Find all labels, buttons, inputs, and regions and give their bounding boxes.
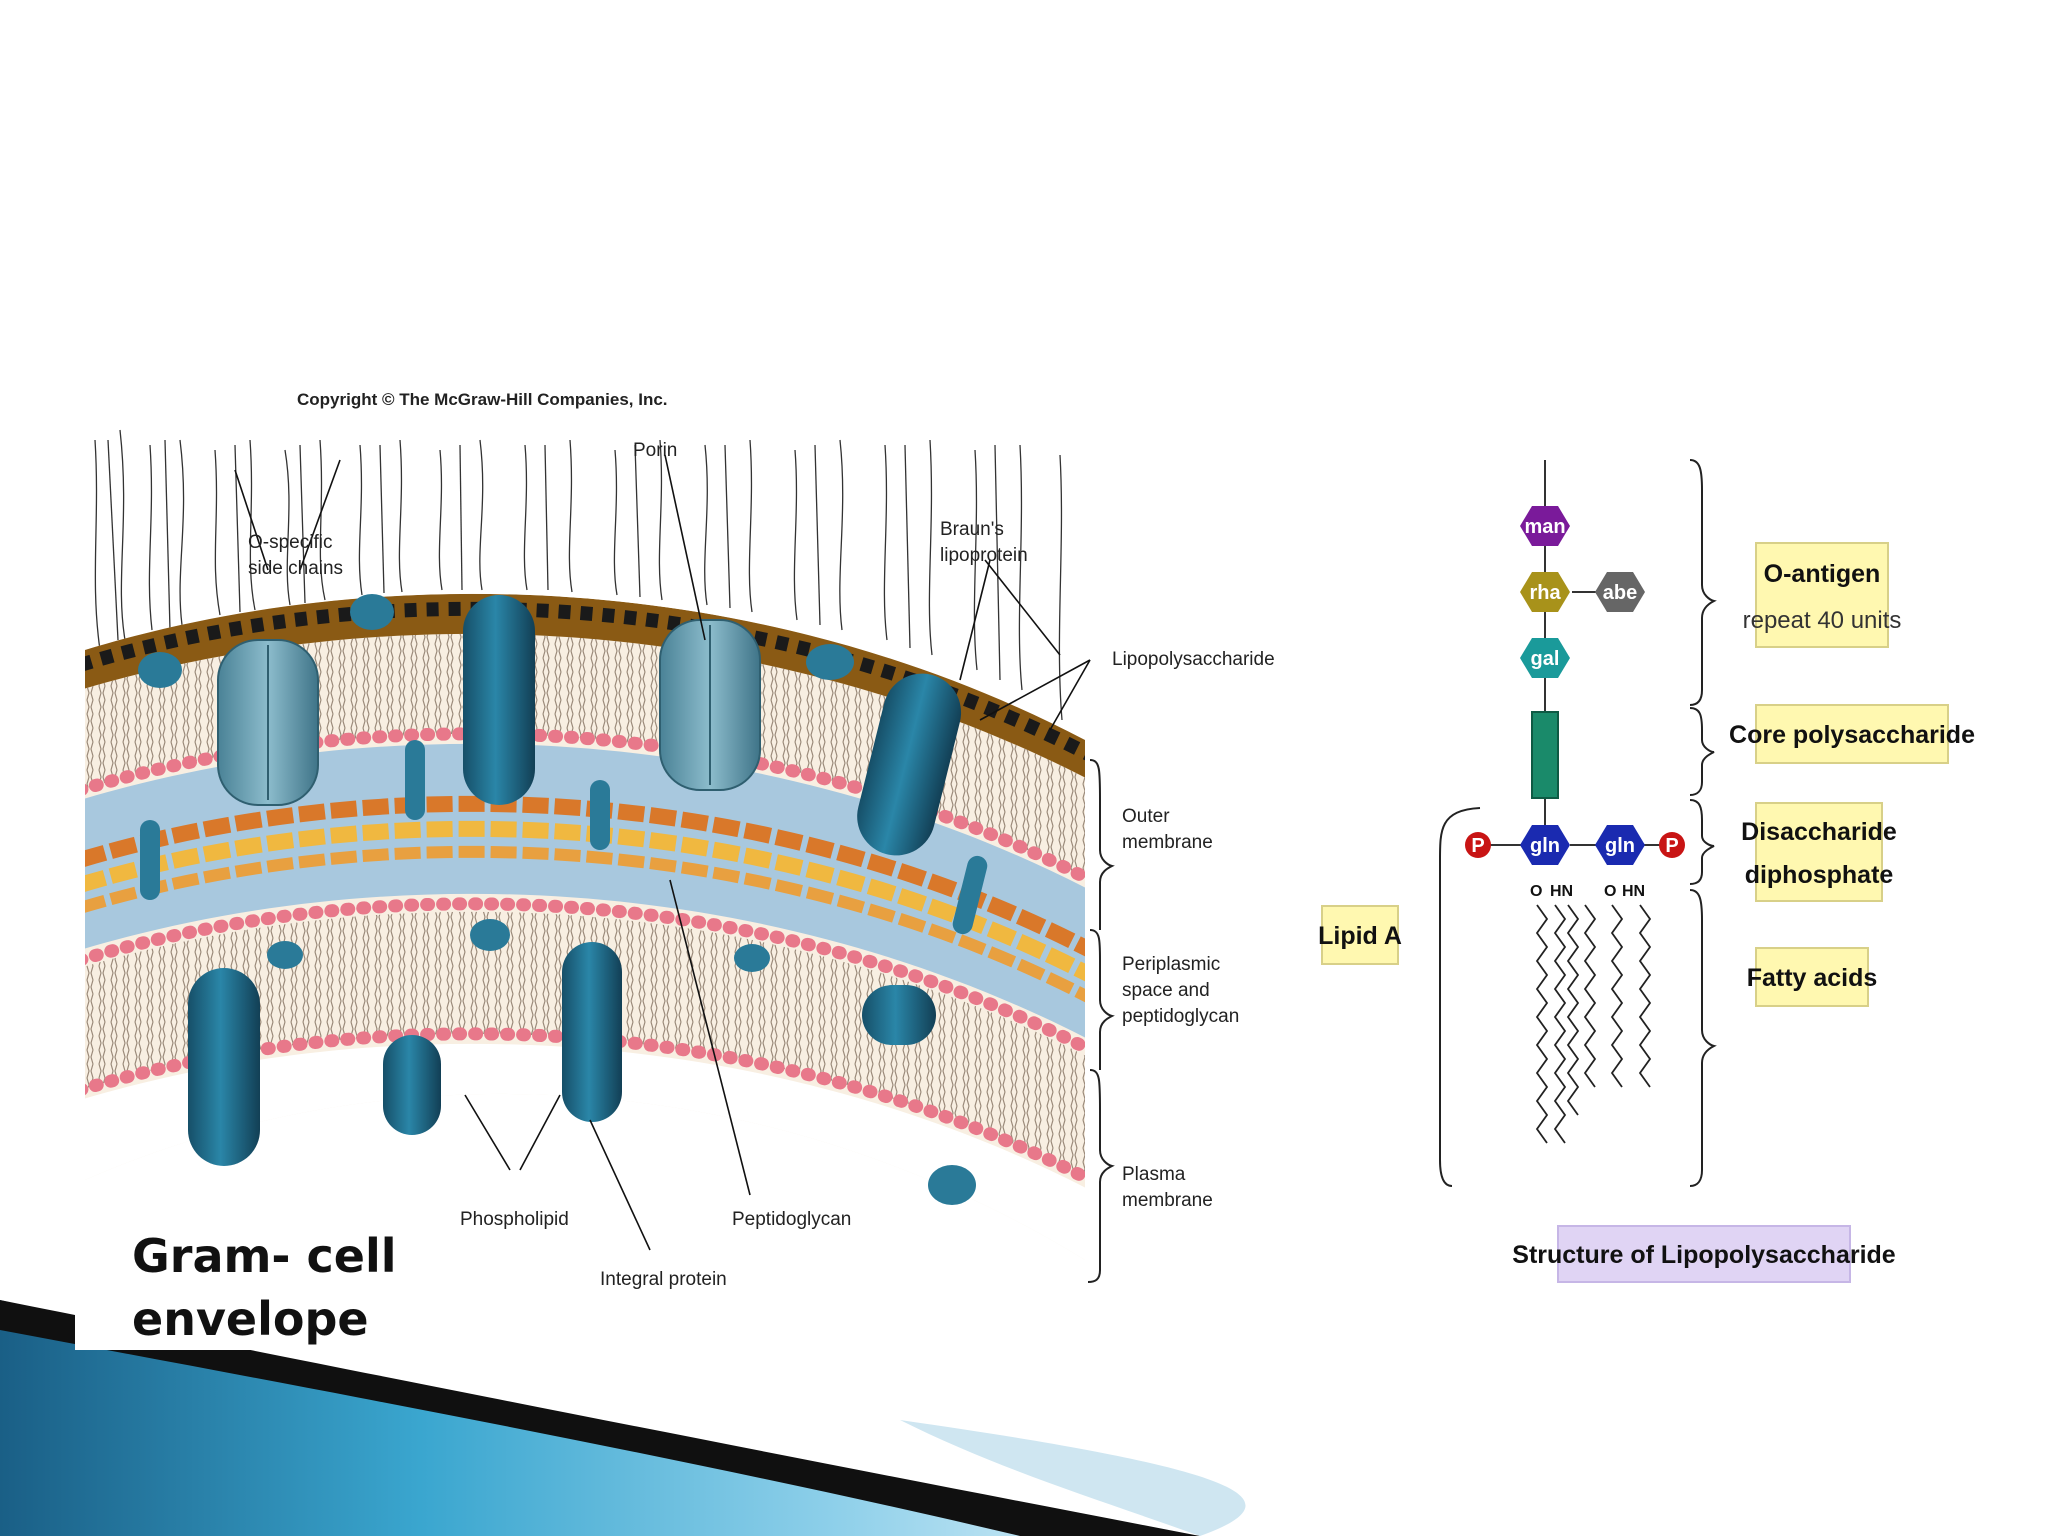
peptidoglycan-label: Peptidoglycan	[732, 1209, 851, 1230]
peptidoglycan-layer	[85, 795, 1085, 958]
fatty-acids-box: Fatty acids	[1747, 947, 1878, 1007]
core-block	[1531, 711, 1559, 799]
lps-band	[85, 593, 1085, 780]
svg-text:repeat 40 units: repeat 40 units	[1743, 607, 1902, 634]
porin-proteins	[217, 619, 761, 806]
layer-braces	[1087, 759, 1115, 1283]
envelope-title-line2: envelope	[132, 1292, 369, 1346]
hn-link-label-1: HN	[1550, 883, 1573, 900]
svg-text:P: P	[1665, 835, 1678, 857]
svg-text:O-antigen: O-antigen	[1764, 560, 1881, 588]
svg-text:gln: gln	[1605, 835, 1635, 857]
disaccharide-box: Disaccharide diphosphate	[1741, 802, 1897, 902]
lps-label: Lipopolysaccharide	[1112, 649, 1275, 670]
integral-protein-label: Integral protein	[600, 1269, 727, 1290]
svg-text:gln: gln	[1530, 835, 1560, 857]
label-arrows	[234, 454, 1091, 1251]
periplasm-label-2: space and	[1122, 980, 1210, 1001]
brauns-label-1: Braun's	[940, 519, 1004, 540]
svg-text:man: man	[1524, 516, 1565, 538]
envelope-figure: Copyright © The McGraw-Hill Companies, I…	[75, 385, 1275, 1350]
gln-sugar-1: gln	[1520, 825, 1570, 865]
outer-membrane-label-1: Outer	[1122, 806, 1170, 827]
plasma-membrane-label-2: membrane	[1122, 1190, 1213, 1211]
periplasm-label-3: peptidoglycan	[1122, 1006, 1239, 1027]
phosphate-1: P	[1465, 832, 1491, 858]
svg-text:Disaccharide: Disaccharide	[1741, 818, 1897, 846]
outer-membrane-label-2: membrane	[1122, 832, 1213, 853]
hn-link-label-2: HN	[1622, 883, 1645, 900]
svg-text:Structure of Lipopolysaccharid: Structure of Lipopolysaccharide	[1512, 1241, 1896, 1269]
o-link-label-2: O	[1604, 883, 1616, 900]
o-specific-label-2: side chains	[248, 558, 343, 579]
copyright-text: Copyright © The McGraw-Hill Companies, I…	[297, 390, 668, 409]
lps-caption-box: Structure of Lipopolysaccharide	[1512, 1225, 1896, 1283]
plasma-membrane-label-1: Plasma	[1122, 1164, 1186, 1185]
o-link-label-1: O	[1530, 883, 1542, 900]
svg-text:rha: rha	[1529, 582, 1561, 604]
porin-label: Porin	[633, 440, 677, 461]
svg-text:abe: abe	[1603, 582, 1637, 604]
svg-text:Core polysaccharide: Core polysaccharide	[1729, 721, 1975, 749]
o-specific-side-chains	[94, 429, 1063, 721]
lps-braces	[1439, 459, 1717, 1187]
rha-sugar: rha	[1520, 572, 1570, 612]
svg-text:P: P	[1471, 835, 1484, 857]
fatty-acid-chains	[1535, 904, 1652, 1144]
phospholipid-label: Phospholipid	[460, 1209, 569, 1230]
lps-structure-figure: man rha abe gal gln gln P P	[1318, 459, 1975, 1283]
svg-text:Fatty acids: Fatty acids	[1747, 964, 1878, 992]
brauns-label-2: lipoprotein	[940, 545, 1028, 566]
abe-sugar: abe	[1595, 572, 1645, 612]
man-sugar: man	[1520, 506, 1570, 546]
envelope-title-line1: Gram- cell	[132, 1229, 397, 1283]
svg-text:gal: gal	[1531, 648, 1560, 670]
core-polysaccharide-box: Core polysaccharide	[1729, 704, 1975, 764]
lipid-a-box: Lipid A	[1318, 905, 1402, 965]
svg-text:Lipid A: Lipid A	[1318, 922, 1402, 950]
gln-sugar-2: gln	[1595, 825, 1645, 865]
o-antigen-box: O-antigen repeat 40 units	[1743, 542, 1902, 648]
phosphate-2: P	[1659, 832, 1685, 858]
svg-text:diphosphate: diphosphate	[1745, 861, 1894, 889]
o-specific-label-1: O-specific	[248, 532, 332, 553]
integral-proteins	[138, 594, 988, 1205]
periplasm-label-1: Periplasmic	[1122, 954, 1220, 975]
decorative-swoosh	[0, 1300, 1246, 1536]
gal-sugar: gal	[1520, 638, 1570, 678]
